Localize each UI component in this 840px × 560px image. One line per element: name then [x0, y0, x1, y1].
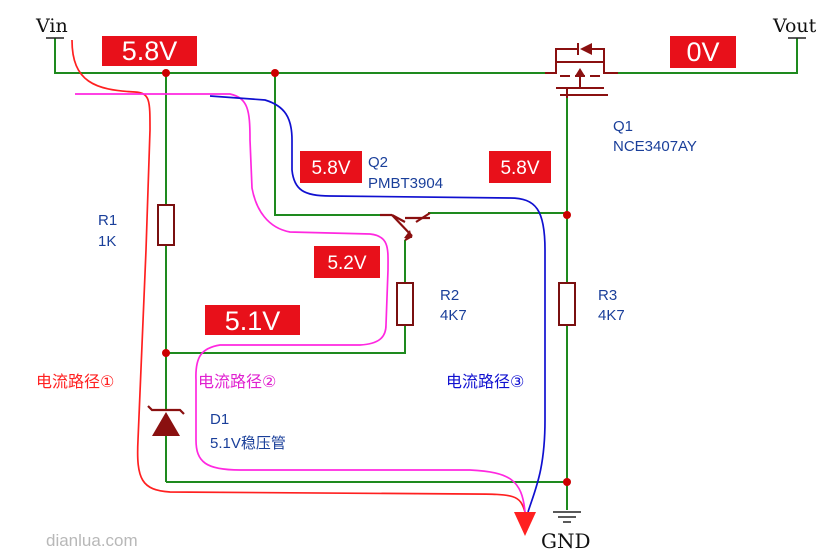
- vout-label: Vout: [772, 15, 817, 37]
- resistor-r3: R3 4K7: [558, 282, 625, 326]
- vin-label: Vin: [35, 15, 68, 37]
- r3-value: 4K7: [598, 307, 625, 324]
- tag-q2-emitter: 5.2V: [314, 246, 380, 278]
- r1-ref: R1: [98, 212, 117, 229]
- tag-q2-emitter-text: 5.2V: [327, 253, 366, 274]
- vin-lead-wire: [54, 38, 545, 74]
- tag-vout-rail-text: 0V: [686, 37, 719, 67]
- zener-diode-d1: D1 5.1V稳压管: [147, 405, 286, 452]
- q1-labels: Q1 NCE3407AY: [613, 118, 697, 155]
- current-paths: [71, 39, 546, 536]
- tag-q2-collector: 5.8V: [300, 151, 362, 183]
- wires: [54, 38, 798, 510]
- vin-terminal: Vin: [35, 15, 68, 39]
- vout-lead-wire: [618, 38, 798, 74]
- q2-part: PMBT3904: [368, 175, 443, 192]
- q2-labels: Q2 PMBT3904: [368, 154, 443, 192]
- zener-node-wire: [166, 325, 406, 354]
- resistor-r2: R2 4K7: [396, 282, 467, 326]
- current-path-2-label: 电流路径②: [198, 373, 276, 391]
- junction-dot: [563, 478, 571, 486]
- tag-vin-rail: 5.8V: [102, 36, 197, 66]
- mosfet-q1: [545, 43, 618, 98]
- resistor-r1: R1 1K: [98, 204, 175, 250]
- tag-vin-rail-text: 5.8V: [122, 36, 178, 66]
- tag-zener-node-text: 5.1V: [225, 306, 281, 336]
- current-path-1-label: 电流路径①: [36, 373, 114, 391]
- voltage-tags: 5.8V 0V 5.8V 5.8V 5.2V 5.1V: [102, 36, 736, 336]
- junction-dot: [563, 211, 571, 219]
- junction-dot: [162, 349, 170, 357]
- q1-ref: Q1: [613, 118, 633, 135]
- tag-zener-node: 5.1V: [205, 305, 300, 336]
- watermark: dianlua.com: [46, 531, 138, 550]
- gnd-label: GND: [541, 529, 591, 553]
- current-path-1-curve: [71, 39, 526, 513]
- tag-q1-gate: 5.8V: [489, 151, 551, 183]
- q1-part: NCE3407AY: [613, 138, 697, 155]
- transistor-q2: [380, 212, 431, 241]
- current-path-3-label: 电流路径③: [446, 373, 524, 391]
- q1-drain-to-gate-wire: [428, 98, 568, 215]
- vout-terminal: Vout: [772, 15, 817, 39]
- r3-ref: R3: [598, 287, 617, 304]
- tag-q1-gate-text: 5.8V: [500, 158, 539, 179]
- current-path-3-curve: [209, 95, 546, 513]
- r2-value: 4K7: [440, 307, 467, 324]
- junctions: [162, 69, 571, 486]
- tag-vout-rail: 0V: [670, 36, 736, 68]
- path-labels: 电流路径① 电流路径② 电流路径③: [36, 373, 524, 391]
- q2-ref: Q2: [368, 154, 388, 171]
- r1-value: 1K: [98, 233, 116, 250]
- q2-collector-wire: [274, 73, 392, 216]
- d1-ref: D1: [210, 411, 229, 428]
- current-path-2-curve: [75, 93, 526, 513]
- tag-q2-collector-text: 5.8V: [311, 158, 350, 179]
- r2-ref: R2: [440, 287, 459, 304]
- current-path-arrowhead: [514, 512, 536, 536]
- junction-dot: [271, 69, 279, 77]
- junction-dot: [162, 69, 170, 77]
- d1-value: 5.1V稳压管: [210, 435, 286, 452]
- ground-symbol: GND: [541, 511, 591, 553]
